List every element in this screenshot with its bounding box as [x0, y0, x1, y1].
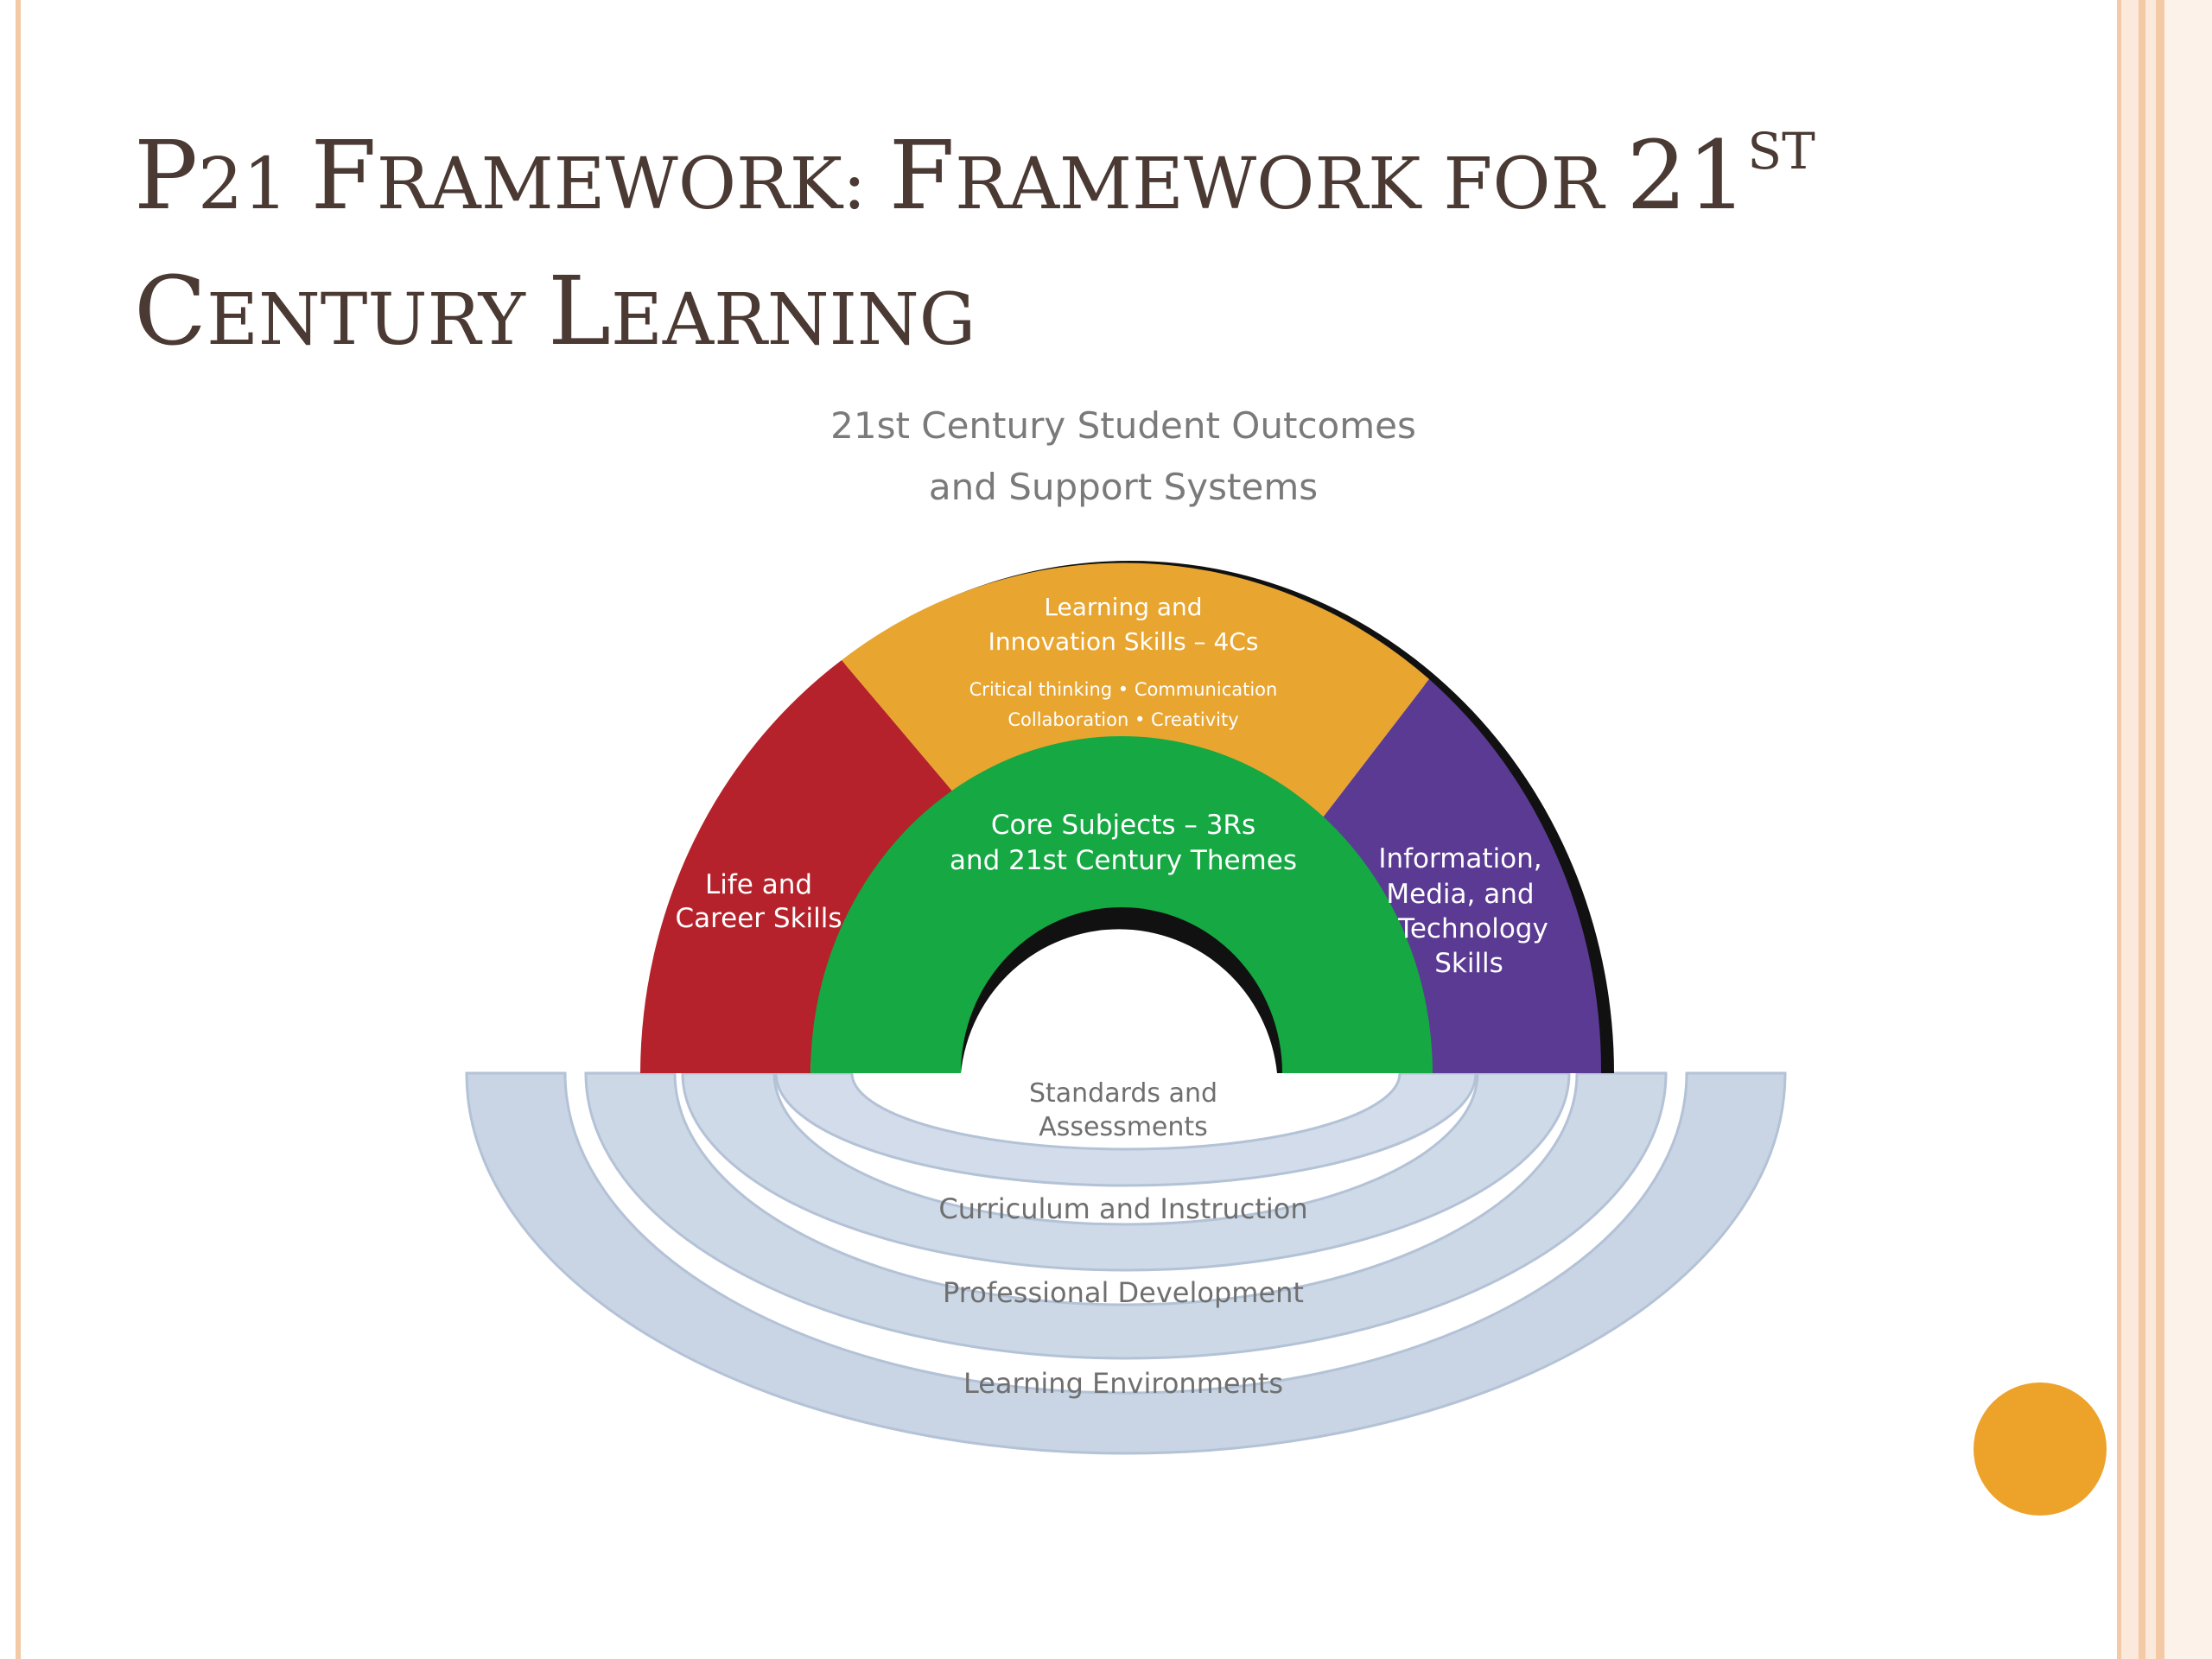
- learning-innovation-label: Learning and: [1044, 593, 1202, 621]
- standards-assessments-label: Standards and: [1029, 1078, 1217, 1109]
- inner-core-shadow: [954, 900, 1293, 1073]
- professional-development-ring: [584, 1071, 1668, 1360]
- frame-stripe-right: [2156, 0, 2164, 1659]
- core-subjects-label: and 21st Century Themes: [950, 845, 1297, 876]
- core-subjects-band: [810, 736, 1433, 1073]
- information-media-technology-band: [1320, 679, 1602, 1073]
- frame-stripe-right: [2139, 0, 2145, 1659]
- information-media-label: Information,: [1378, 843, 1541, 874]
- life-career-skills-label: Career Skills: [675, 903, 842, 934]
- support-systems-rings: [465, 1071, 1787, 1455]
- frame-stripe-left: [16, 0, 21, 1659]
- learning-innovation-label: Innovation Skills – 4Cs: [988, 627, 1259, 656]
- frame-stripe-right: [2121, 0, 2139, 1659]
- life-career-skills-band: [640, 660, 956, 1073]
- information-media-label: Skills: [1434, 948, 1503, 979]
- frame-stripe-right: [2117, 0, 2121, 1659]
- standards-assessments-label: Assessments: [1039, 1112, 1208, 1142]
- learning-innovation-sublabel: Critical thinking • Communication: [969, 679, 1278, 700]
- curriculum-instruction-ring: [681, 1071, 1571, 1272]
- life-career-skills-label: Life and: [705, 869, 812, 900]
- frame-stripe-right: [2145, 0, 2156, 1659]
- diagram-heading: and Support Systems: [929, 466, 1318, 508]
- learning-environments-label: Learning Environments: [963, 1367, 1283, 1400]
- diagram-heading: 21st Century Student Outcomes: [830, 404, 1416, 447]
- student-outcomes-rainbow: [640, 561, 1614, 1073]
- core-subjects-label: Core Subjects – 3Rs: [991, 810, 1255, 841]
- information-media-label: Media, and: [1386, 879, 1534, 910]
- learning-innovation-skills-band: [842, 563, 1429, 821]
- learning-environments-ring: [465, 1071, 1787, 1455]
- orange-decorative-dot: [1974, 1382, 2107, 1516]
- frame-stripe-right: [2164, 0, 2212, 1659]
- standards-assessments-ring: [774, 1071, 1478, 1187]
- learning-innovation-sublabel: Collaboration • Creativity: [1007, 709, 1238, 730]
- professional-development-label: Professional Development: [943, 1276, 1304, 1309]
- information-media-label: Technology: [1397, 913, 1548, 944]
- curriculum-instruction-label: Curriculum and Instruction: [938, 1192, 1307, 1225]
